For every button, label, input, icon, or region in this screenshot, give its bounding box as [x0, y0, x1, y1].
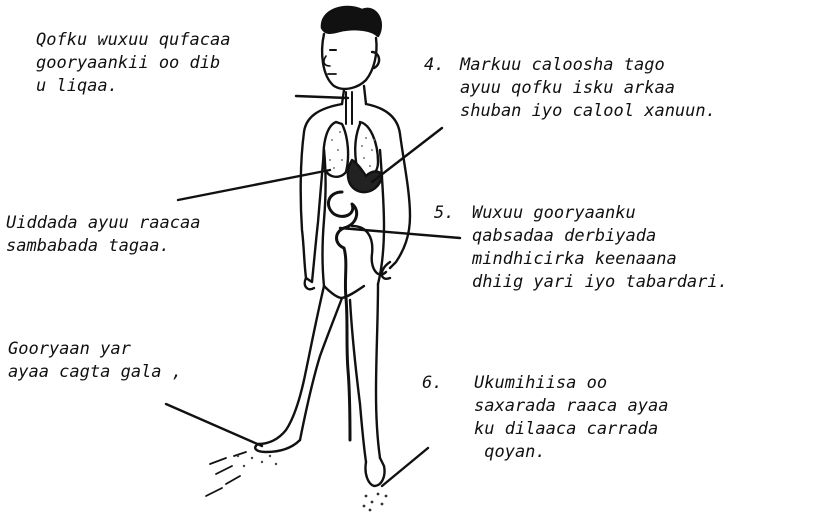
- step-number-5: 5.: [434, 202, 454, 225]
- caption-line: ayaa cagta gala ,: [8, 361, 182, 384]
- step-number-6: 6.: [422, 372, 442, 395]
- caption-line: mindhicirka keenaana: [472, 248, 728, 271]
- pointer-line-intestine: [340, 228, 460, 238]
- caption-line: Qofku wuxuu qufacaa: [36, 29, 230, 52]
- caption-line: Uiddada ayuu raacaa: [6, 212, 200, 235]
- right-leg-inner: [350, 300, 366, 462]
- left-lung: [324, 122, 349, 177]
- caption-line: qoyan.: [474, 441, 668, 464]
- soil-strokes: [206, 452, 246, 496]
- caption-line: Wuxuu gooryaanku: [472, 202, 728, 225]
- right-foot: [365, 458, 384, 486]
- face-nose: [324, 56, 330, 66]
- caption-line: u liqaa.: [36, 75, 230, 98]
- pointer-line-lungs: [178, 170, 330, 200]
- hair: [322, 7, 381, 36]
- right-hand: [382, 262, 390, 279]
- caption-line: Gooryaan yar: [8, 338, 182, 361]
- caption-line: dhiig yari iyo tabardari.: [472, 271, 728, 294]
- pointer-line-throat: [296, 96, 348, 98]
- head-outline: [322, 34, 376, 89]
- soil-speckles: [237, 455, 277, 467]
- caption-line: ayuu qofku isku arkaa: [460, 77, 716, 100]
- caption-line: shuban iyo calool xanuun.: [460, 100, 716, 123]
- caption-line: saxarada raaca ayaa: [474, 395, 668, 418]
- step-number-4: 4.: [424, 54, 444, 77]
- right-leg-outline: [376, 284, 380, 458]
- left-leg-outline: [255, 286, 324, 452]
- stool-dots: [363, 493, 388, 512]
- pointer-line-foot: [166, 404, 262, 446]
- caption-line: Markuu caloosha tago: [460, 54, 716, 77]
- caption-line: Ukumihiisa oo: [474, 372, 668, 395]
- caption-line: gooryaankii oo dib: [36, 52, 230, 75]
- caption-line: sambabada tagaa.: [6, 235, 200, 258]
- caption-line: ku dilaaca carrada: [474, 418, 668, 441]
- pointer-line-stool: [382, 448, 428, 486]
- torso-right-side: [378, 150, 384, 284]
- caption-line: qabsadaa derbiyada: [472, 225, 728, 248]
